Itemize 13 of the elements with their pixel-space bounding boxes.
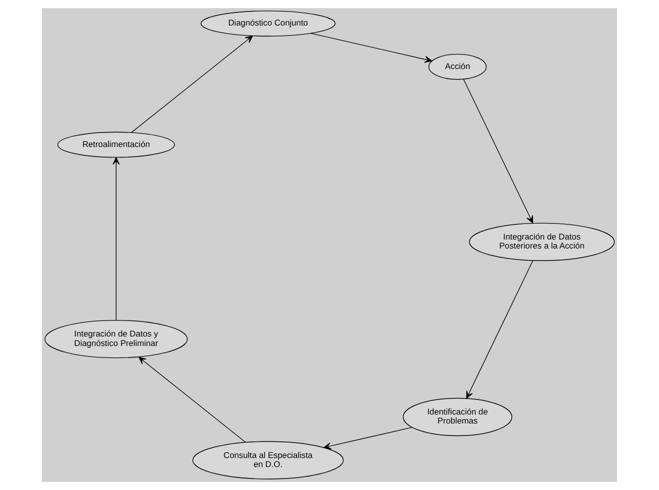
arrow [131, 36, 253, 133]
arrow [323, 427, 412, 450]
arrow [138, 356, 246, 442]
arrow [466, 260, 534, 399]
node-ellipse: Integración de Datos Posteriores a la Acción [469, 222, 615, 261]
arrow [112, 157, 120, 320]
arrow [463, 79, 534, 224]
arrow [310, 32, 432, 63]
node-ellipse: Acción [428, 54, 487, 80]
node-ellipse: Integración de Datos y Diagnóstico Preliminar [44, 320, 188, 358]
node-ellipse: Identificación de Problemas [402, 398, 512, 436]
node-ellipse: Diagnóstico Conjunto [200, 10, 336, 36]
node-ellipse: Retroalimentación [57, 132, 175, 158]
